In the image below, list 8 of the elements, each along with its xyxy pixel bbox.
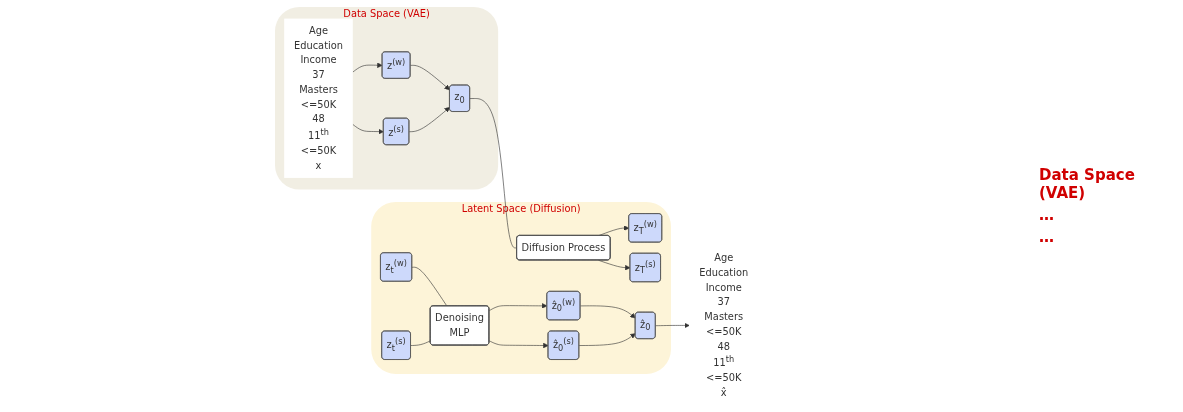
annotation-text: … (1039, 206, 1055, 224)
annotation-text: … (1039, 228, 1055, 246)
node-box: Age Education Income 37 Masters <=50K 48 11$^{th}$ <=50K x (284, 18, 353, 178)
connector (411, 266, 448, 307)
connector (410, 340, 431, 346)
node-text: Age Education Income 37 Masters <=50K 48 11$^{th}$ <=50K x̂ (699, 251, 749, 399)
annotation-text: Data Space (VAE) (1039, 166, 1136, 202)
connector (469, 98, 518, 249)
